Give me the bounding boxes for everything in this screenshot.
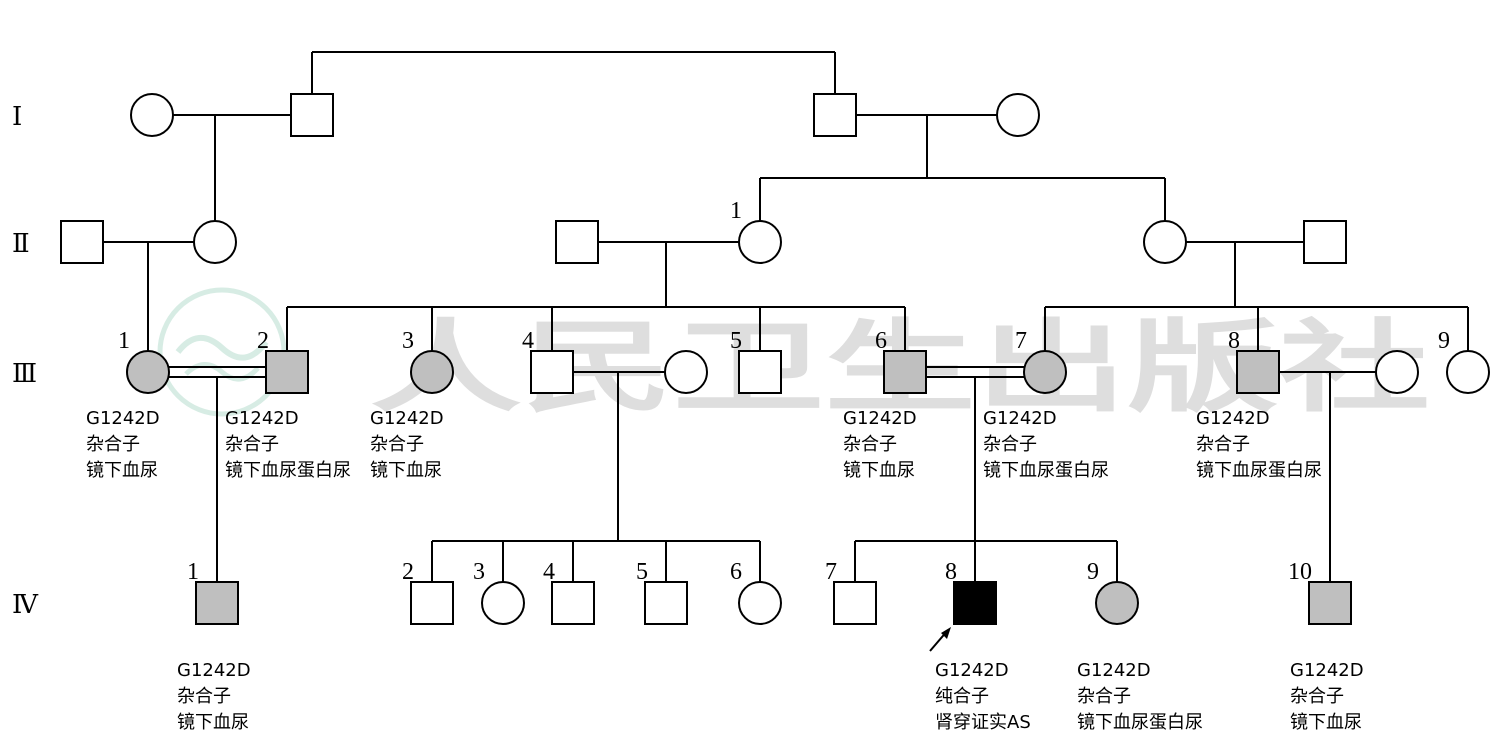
genotype-label: 镜下血尿蛋白尿 [225,460,351,481]
individual-iii-4-male-square [530,350,574,394]
individual-number: 7 [825,559,837,585]
individual-iii-2-male-square [265,350,309,394]
genotype-label: 杂合子 [1077,686,1131,707]
genotype-label: G1242D [1077,660,1151,681]
individual-number: 2 [402,559,414,585]
genotype-label: G1242D [225,408,299,429]
genotype-label: 镜下血尿 [177,712,249,733]
genotype-label: G1242D [370,408,444,429]
individual-number: 6 [875,328,887,354]
genotype-label: 镜下血尿 [1290,712,1362,733]
genotype-label: G1242D [177,660,251,681]
individual-number: 3 [402,328,414,354]
individual-ii-a-male-square [60,220,104,264]
individual-iii-6-male-square [883,350,927,394]
individual-i-d-female-circle [996,93,1040,137]
individual-number: 8 [1228,328,1240,354]
genotype-label: 肾穿证实AS [935,712,1031,733]
genotype-label: 镜下血尿蛋白尿 [1077,712,1203,733]
individual-iii-3-female-circle [410,350,454,394]
genotype-label: G1242D [1196,408,1270,429]
genotype-label: G1242D [935,660,1009,681]
individual-number: 1 [730,198,742,224]
individual-iv-8-male-square [953,581,997,625]
individual-iii-8-male-square [1236,350,1280,394]
genotype-label: G1242D [1290,660,1364,681]
individual-iii-8w-female-circle [1375,350,1419,394]
proband-arrowhead-icon [941,627,951,639]
individual-number: 8 [945,559,957,585]
individual-number: 1 [187,559,199,585]
individual-ii-e-male-square [1303,220,1347,264]
individual-iii-7-female-circle [1023,350,1067,394]
individual-number: 6 [730,559,742,585]
genotype-label: 杂合子 [983,434,1037,455]
individual-i-a-female-circle [130,93,174,137]
generation-label: Ⅲ [12,359,37,389]
genotype-label: 杂合子 [843,434,897,455]
individual-ii-c-male-square [555,220,599,264]
genotype-label: 杂合子 [177,686,231,707]
individual-iv-6-female-circle [738,581,782,625]
individual-iv-4-male-square [551,581,595,625]
individual-number: 5 [730,328,742,354]
connection-lines [103,51,1469,652]
individual-iv-2-male-square [410,581,454,625]
labels: ⅠⅡⅢⅣ11G1242D杂合子镜下血尿2G1242D杂合子镜下血尿蛋白尿3G12… [12,102,1450,733]
genotype-label: 镜下血尿 [86,460,158,481]
individuals [60,93,1490,625]
individual-iii-4w-female-circle [664,350,708,394]
individual-iv-7-male-square [833,581,877,625]
individual-iv-1-male-square [195,581,239,625]
individual-ii-b-female-circle [193,220,237,264]
individual-ii-1-female-circle [738,220,782,264]
individual-number: 4 [522,328,534,354]
genotype-label: 杂合子 [370,434,424,455]
individual-iii-1-female-circle [126,350,170,394]
genotype-label: 杂合子 [86,434,140,455]
individual-iii-9-female-circle [1446,350,1490,394]
genotype-label: 镜下血尿蛋白尿 [983,460,1109,481]
individual-number: 4 [543,559,555,585]
individual-iv-3-female-circle [481,581,525,625]
genotype-label: 杂合子 [1196,434,1250,455]
genotype-label: 镜下血尿蛋白尿 [1196,460,1322,481]
individual-number: 7 [1015,328,1027,354]
individual-iv-10-male-square [1308,581,1352,625]
individual-number: 2 [257,328,269,354]
generation-label: Ⅱ [12,229,30,259]
genotype-label: 镜下血尿 [370,460,442,481]
individual-iv-5-male-square [644,581,688,625]
individual-number: 5 [636,559,648,585]
individual-number: 9 [1087,559,1099,585]
generation-label: Ⅳ [12,590,39,620]
individual-number: 9 [1438,328,1450,354]
individual-iii-5-male-square [738,350,782,394]
individual-iv-9-female-circle [1095,581,1139,625]
genotype-label: G1242D [843,408,917,429]
individual-number: 3 [473,559,485,585]
genotype-label: 杂合子 [1290,686,1344,707]
genotype-label: G1242D [86,408,160,429]
individual-i-b-male-square [290,93,334,137]
genotype-label: 杂合子 [225,434,279,455]
generation-label: Ⅰ [12,102,22,132]
genotype-label: 镜下血尿 [843,460,915,481]
genotype-label: 纯合子 [935,686,989,707]
genotype-label: G1242D [983,408,1057,429]
individual-ii-d-female-circle [1143,220,1187,264]
individual-i-c-male-square [813,93,857,137]
individual-number: 10 [1288,559,1312,585]
individual-number: 1 [118,328,130,354]
